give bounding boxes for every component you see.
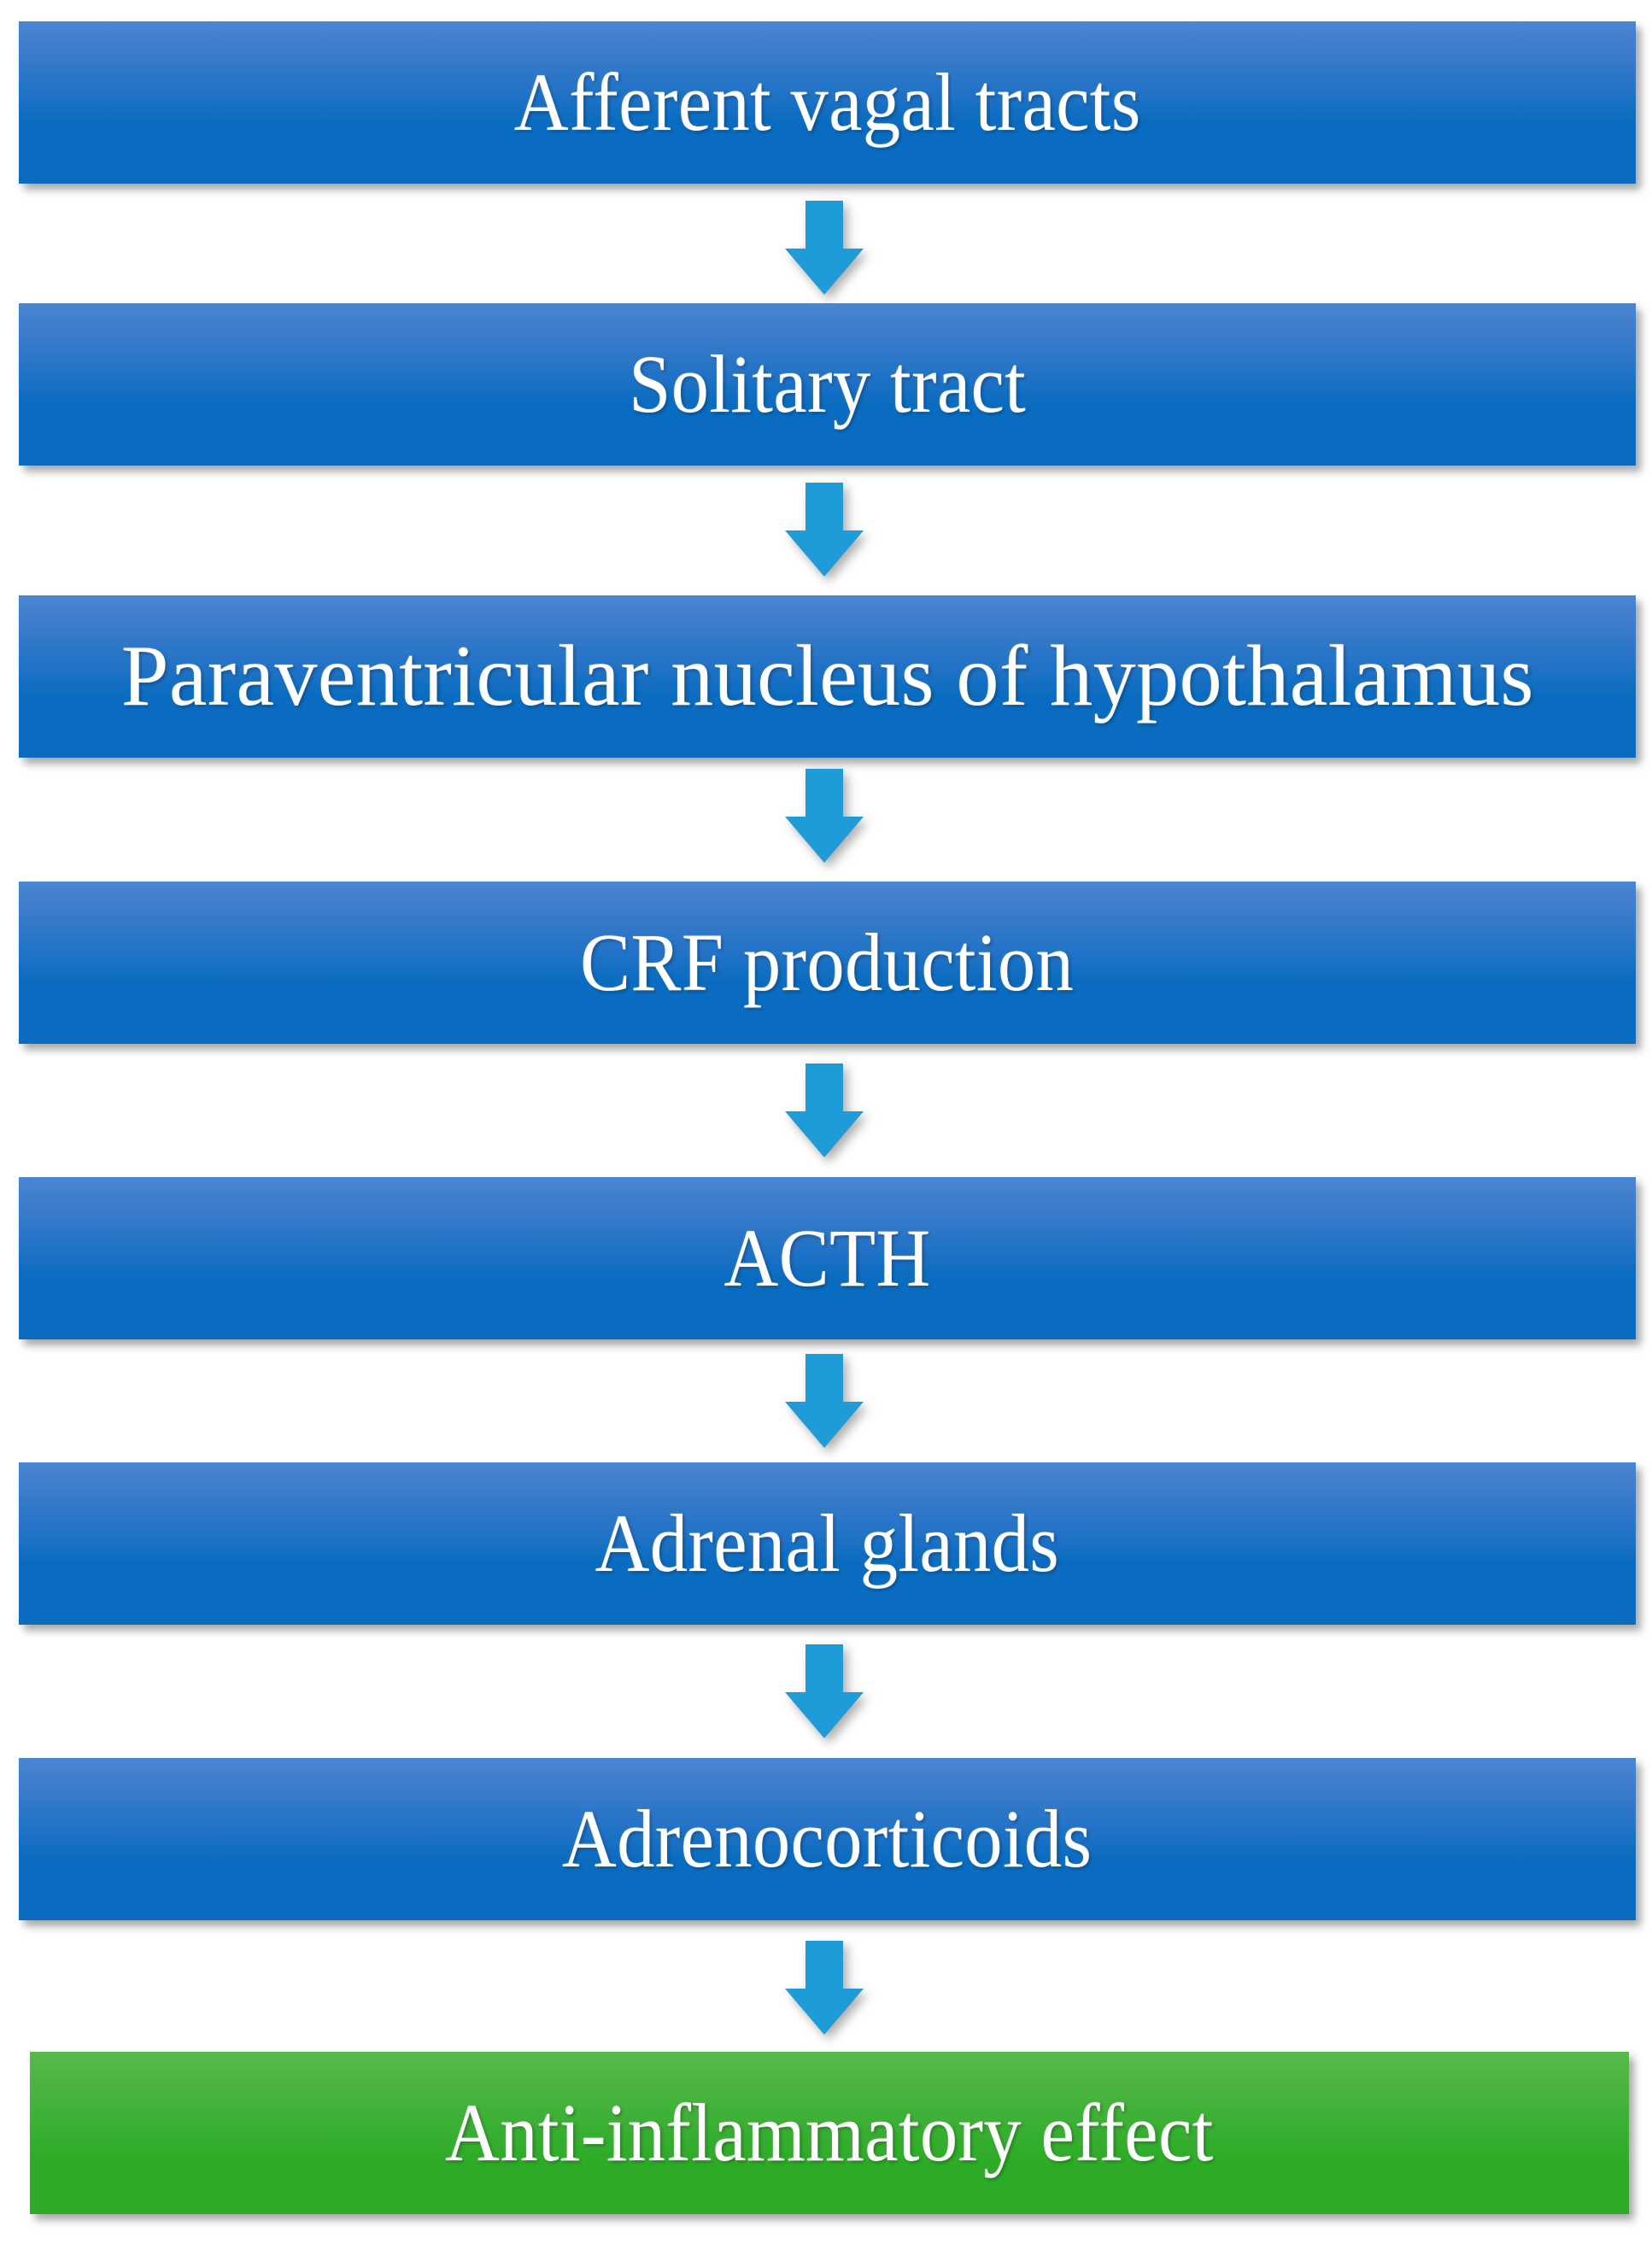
flow-node-label: Paraventricular nucleus of hypothalamus: [120, 628, 1534, 724]
down-arrow-icon: [782, 1644, 867, 1740]
flow-node-afferent-vagal-tracts[interactable]: Afferent vagal tracts: [19, 21, 1636, 184]
flow-node-label: CRF production: [580, 917, 1075, 1008]
flow-node-label: Anti-inflammatory effect: [445, 2087, 1214, 2178]
flow-node-solitary-tract[interactable]: Solitary tract: [19, 303, 1636, 466]
down-arrow-icon: [782, 1354, 867, 1450]
flow-node-adrenocorticoids[interactable]: Adrenocorticoids: [19, 1758, 1636, 1920]
down-arrow-icon: [782, 769, 867, 864]
flow-node-adrenal-glands[interactable]: Adrenal glands: [19, 1462, 1636, 1625]
flow-node-crf-production[interactable]: CRF production: [19, 882, 1636, 1044]
down-arrow-icon: [782, 201, 867, 296]
down-arrow-icon: [782, 1941, 867, 2036]
flow-node-acth[interactable]: ACTH: [19, 1177, 1636, 1339]
flow-node-label: Adrenocorticoids: [562, 1793, 1093, 1884]
flow-node-label: Solitary tract: [628, 338, 1027, 430]
down-arrow-icon: [782, 483, 867, 578]
flow-node-label: Afferent vagal tracts: [513, 56, 1141, 148]
down-arrow-icon: [782, 1063, 867, 1159]
flow-node-label: ACTH: [723, 1212, 931, 1304]
flow-node-label: Adrenal glands: [595, 1497, 1060, 1589]
flow-node-anti-inflammatory-effect[interactable]: Anti-inflammatory effect: [30, 2052, 1629, 2214]
flow-node-paraventricular-nucleus[interactable]: Paraventricular nucleus of hypothalamus: [19, 595, 1636, 758]
